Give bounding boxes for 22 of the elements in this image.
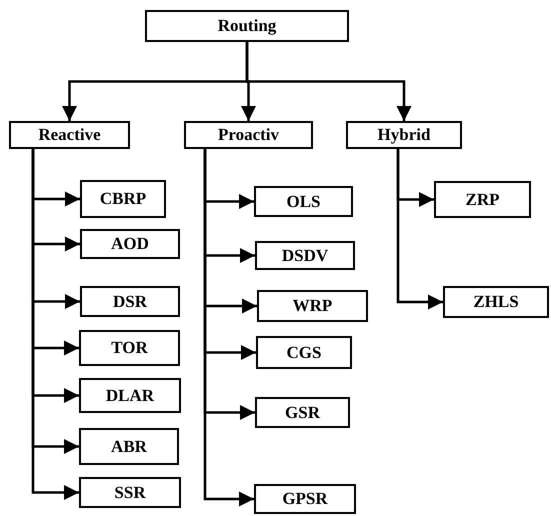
category-box: Hybrid (346, 121, 462, 149)
arrow (246, 42, 412, 121)
category-box: ZRP (434, 181, 531, 218)
category-box: SSR (79, 477, 181, 508)
category-box: Reactive (9, 121, 130, 149)
arrow (396, 149, 443, 310)
arrow (204, 149, 254, 506)
category-box: ABR (79, 428, 179, 465)
category-box: GSR (255, 397, 350, 428)
category-box: GPSR (254, 484, 356, 514)
category-box: WRP (257, 290, 368, 322)
category-box: DSDV (255, 241, 355, 270)
category-box: CBRP (80, 180, 166, 218)
category-box: Proactiv (184, 121, 313, 149)
category-box: DSR (80, 286, 180, 317)
root-box: Routing (145, 10, 349, 42)
category-box: OLS (254, 186, 353, 217)
category-box: DLAR (79, 378, 181, 413)
category-box: CGS (256, 336, 352, 369)
category-box: ZHLS (443, 286, 549, 318)
category-box: TOR (79, 330, 180, 366)
category-box: AOD (80, 229, 180, 259)
